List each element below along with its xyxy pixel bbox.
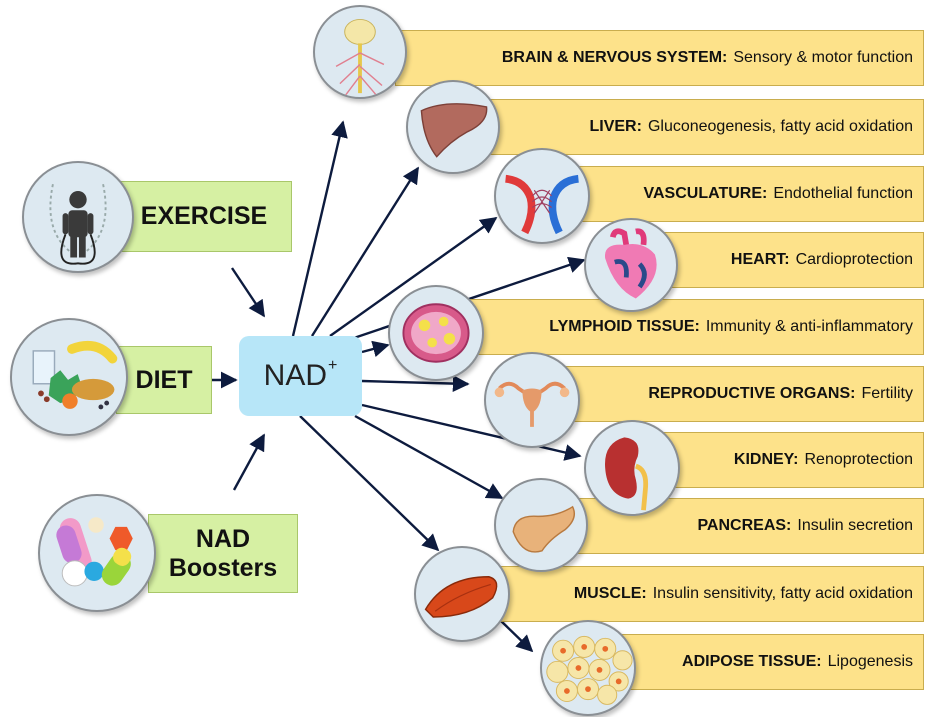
- organ-label: ADIPOSE TISSUE:: [682, 653, 822, 670]
- organ-label: HEART:: [730, 251, 790, 268]
- effect-label: Endothelial function: [773, 185, 913, 202]
- effect-label: Insulin secretion: [797, 517, 913, 534]
- output-reproductive: REPRODUCTIVE ORGANS: Fertility: [560, 366, 924, 422]
- output-pancreas: PANCREAS: Insulin secretion: [560, 498, 924, 554]
- arrow-muscle-to-adipose: [499, 619, 534, 653]
- organ-label: PANCREAS:: [697, 517, 792, 534]
- organ-label: MUSCLE:: [573, 585, 647, 602]
- output-brain: BRAIN & NERVOUS SYSTEM: Sensory & motor f…: [395, 30, 924, 86]
- diet-label: DIET: [135, 365, 193, 394]
- organ-label: KIDNEY:: [733, 451, 799, 468]
- nad-center-box: NAD+: [239, 336, 362, 416]
- exercise-label: EXERCISE: [140, 202, 268, 231]
- heart-icon: [584, 218, 678, 312]
- effect-label: Renoprotection: [804, 451, 913, 468]
- effect-label: Fertility: [861, 385, 913, 402]
- liver-icon: [406, 80, 500, 174]
- arrow-nad-to-pancreas: [354, 414, 504, 500]
- nad-superscript: +: [328, 357, 338, 374]
- organ-label: LYMPHOID TISSUE:: [549, 318, 700, 335]
- diet-box: DIET: [116, 346, 212, 414]
- effect-label: Gluconeogenesis, fatty acid oxidation: [647, 118, 913, 135]
- output-lymphoid: LYMPHOID TISSUE: Immunity & anti-inflamma…: [440, 299, 924, 355]
- arrow-nad-to-vasculature: [329, 217, 498, 337]
- organ-label: BRAIN & NERVOUS SYSTEM:: [501, 49, 728, 66]
- arrow-nad-to-kidney: [361, 403, 582, 461]
- effect-label: Immunity & anti-inflammatory: [705, 318, 913, 335]
- arrow-nad-to-brain: [291, 120, 348, 337]
- organ-label: VASCULATURE:: [643, 185, 768, 202]
- output-heart: HEART: Cardioprotection: [640, 232, 924, 288]
- arrow-nad-to-muscle: [299, 415, 440, 552]
- effect-label: Insulin sensitivity, fatty acid oxidatio…: [652, 585, 913, 602]
- food-icon: [10, 318, 128, 436]
- output-vasculature: VASCULATURE: Endothelial function: [555, 166, 924, 222]
- nad-label: NAD: [263, 359, 327, 392]
- muscle-icon: [414, 546, 510, 642]
- pills-icon: [38, 494, 156, 612]
- effect-label: Sensory & motor function: [733, 49, 913, 66]
- arrow-nad-to-liver: [310, 166, 420, 337]
- organ-label: REPRODUCTIVE ORGANS:: [648, 385, 856, 402]
- arrow-nad-to-lymphoid: [361, 340, 390, 358]
- arrow-nad-to-reproductive: [361, 375, 470, 392]
- brain-nervous-system-icon: [313, 5, 407, 99]
- uterus-icon: [484, 352, 580, 448]
- exercise-box: EXERCISE: [116, 181, 292, 252]
- nad-boosters-box: NAD Boosters: [148, 514, 298, 593]
- pancreas-icon: [494, 478, 588, 572]
- adipose-tissue-icon: [540, 620, 636, 716]
- kidney-icon: [584, 420, 680, 516]
- effect-label: Lipogenesis: [827, 653, 913, 670]
- organ-label: LIVER:: [589, 118, 642, 135]
- output-adipose: ADIPOSE TISSUE: Lipogenesis: [590, 634, 924, 690]
- nad-boosters-label: NAD Boosters: [168, 524, 278, 582]
- jump-rope-icon: [22, 161, 134, 273]
- arrow-exercise-to-nad: [231, 267, 265, 318]
- output-kidney: KIDNEY: Renoprotection: [640, 432, 924, 488]
- output-muscle: MUSCLE: Insulin sensitivity, fatty acid o…: [470, 566, 924, 622]
- output-liver: LIVER: Gluconeogenesis, fatty acid oxidat…: [460, 99, 924, 155]
- lymph-node-icon: [388, 285, 484, 381]
- effect-label: Cardioprotection: [795, 251, 913, 268]
- arrow-boosters-to-nad: [232, 433, 266, 491]
- vasculature-icon: [494, 148, 590, 244]
